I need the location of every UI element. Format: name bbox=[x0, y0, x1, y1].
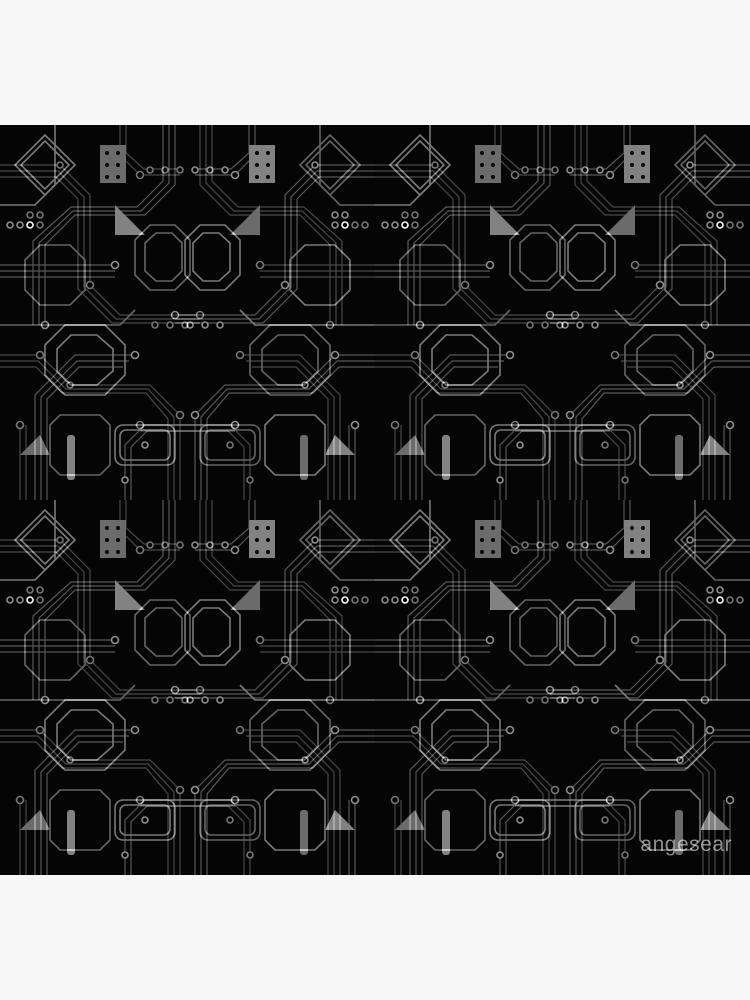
circuit-pattern-svg bbox=[0, 125, 750, 875]
circuit-board-artwork: angesear bbox=[0, 125, 750, 875]
